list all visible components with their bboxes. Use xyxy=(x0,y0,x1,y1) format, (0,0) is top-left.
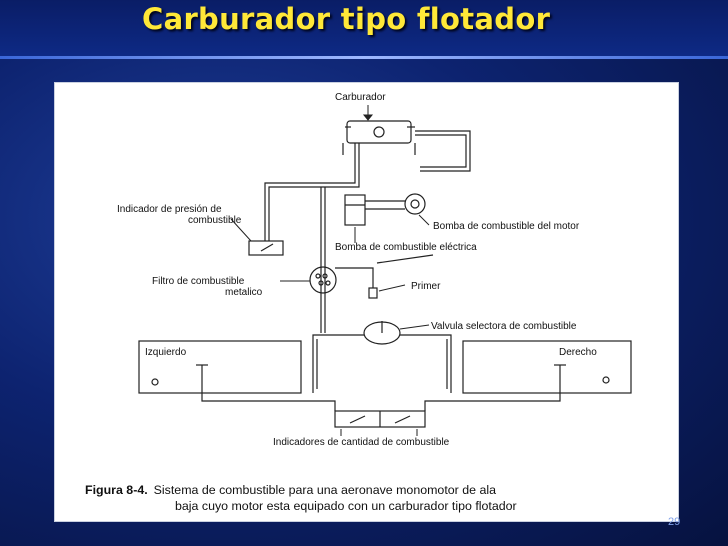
label-selector-valve: Valvula selectora de combustible xyxy=(431,321,577,332)
caption-line-2: baja cuyo motor esta equipado con un car… xyxy=(175,499,517,513)
title-bar xyxy=(0,0,728,58)
label-left-tank: Izquierdo xyxy=(145,347,187,358)
label-right-tank: Derecho xyxy=(559,347,597,358)
title-divider xyxy=(0,56,728,59)
diagram-panel: Carburador Indicador de presión de combu… xyxy=(54,82,679,522)
label-electric-pump: Bomba de combustible eléctrica xyxy=(335,242,477,253)
label-carburetor: Carburador xyxy=(335,92,386,103)
pressure-indicator-shape xyxy=(248,240,284,256)
carburetor-shape xyxy=(346,120,412,144)
label-quantity-indicators: Indicadores de cantidad de combustible xyxy=(273,437,450,448)
caption-figure-label: Figura 8-4. xyxy=(85,483,148,497)
figure-caption: Figura 8-4. Sistema de combustible para u… xyxy=(85,482,645,514)
fuel-system-diagram: Carburador Indicador de presión de combu… xyxy=(117,92,632,448)
label-engine-pump: Bomba de combustible del motor xyxy=(433,221,580,232)
slide-title: Carburador tipo flotador xyxy=(142,2,551,36)
label-pressure-indicator-2: combustible xyxy=(188,215,242,226)
engine-pump-shape xyxy=(404,193,426,215)
fuel-filter-shape xyxy=(309,266,337,294)
primer-shape xyxy=(368,287,378,299)
caption-line-1: Sistema de combustible para una aeronave… xyxy=(153,483,496,497)
label-pressure-indicator-1: Indicador de presión de xyxy=(117,204,222,215)
slide-number: 29 xyxy=(668,516,681,528)
electric-pump-shape xyxy=(344,194,366,226)
right-tank-shape xyxy=(462,340,632,394)
label-filter-2: metalico xyxy=(225,287,263,298)
label-primer: Primer xyxy=(411,281,441,292)
left-tank-shape xyxy=(138,340,302,394)
label-filter-1: Filtro de combustible xyxy=(152,276,245,287)
